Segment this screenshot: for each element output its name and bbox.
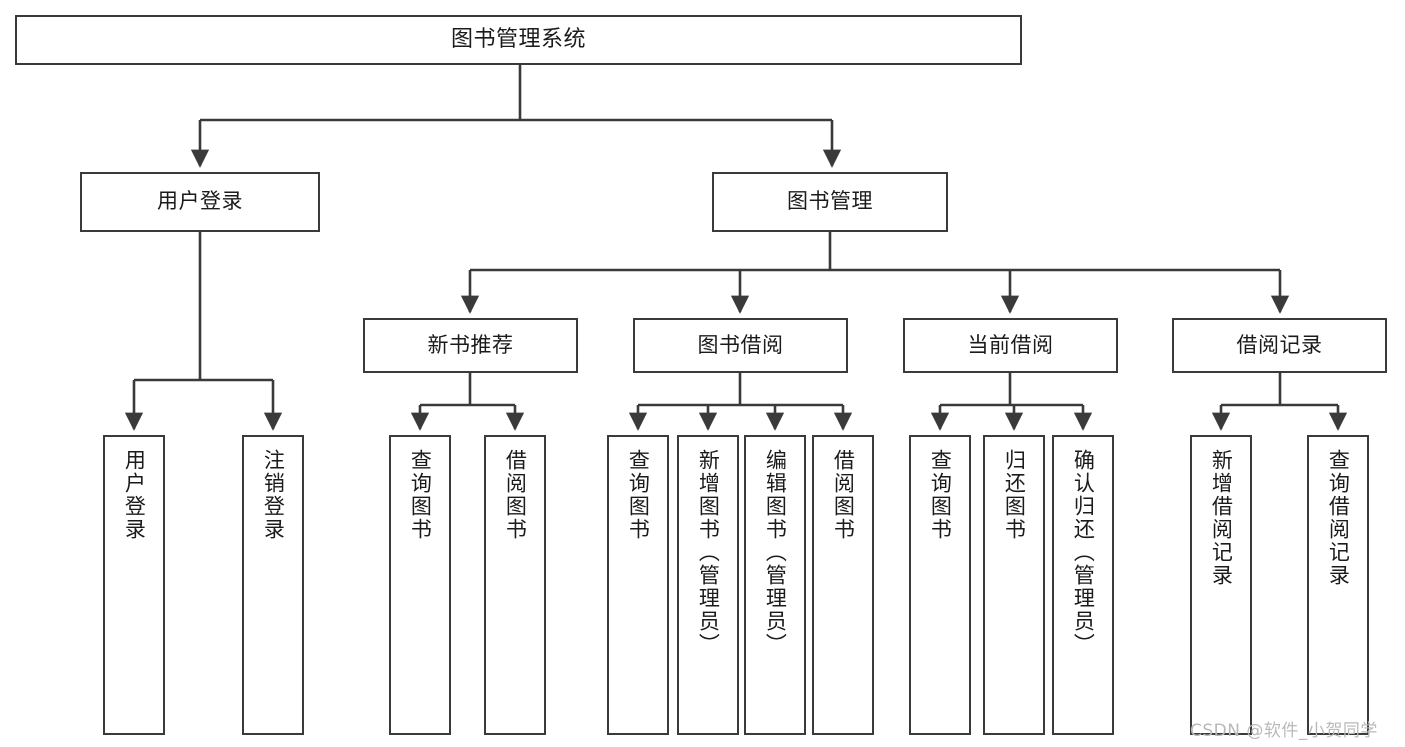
node-user-login-label: 用户登录: [157, 189, 243, 214]
node-root-label: 图书管理系统: [450, 26, 586, 52]
node-leaf-logout-label: 注销登录: [261, 449, 286, 541]
node-borrow-record[interactable]: 借阅记录: [1172, 318, 1387, 373]
node-leaf-query-book-3[interactable]: 查询图书: [909, 435, 971, 735]
node-user-login[interactable]: 用户登录: [80, 172, 320, 232]
node-leaf-user-login-label: 用户登录: [122, 449, 147, 541]
node-current-borrow[interactable]: 当前借阅: [903, 318, 1118, 373]
node-leaf-query-book-2-label: 查询图书: [626, 449, 651, 541]
node-leaf-query-record[interactable]: 查询借阅记录: [1307, 435, 1369, 735]
node-leaf-query-record-label: 查询借阅记录: [1326, 449, 1351, 587]
node-book-borrow[interactable]: 图书借阅: [633, 318, 848, 373]
node-leaf-confirm-return-label: 确认归还（管理员）: [1071, 449, 1096, 656]
node-leaf-query-book-2[interactable]: 查询图书: [607, 435, 669, 735]
node-leaf-query-book-1[interactable]: 查询图书: [389, 435, 451, 735]
node-leaf-add-book[interactable]: 新增图书（管理员）: [677, 435, 739, 735]
node-new-book-rec-label: 新书推荐: [427, 332, 514, 357]
node-leaf-confirm-return[interactable]: 确认归还（管理员）: [1052, 435, 1114, 735]
node-leaf-add-book-label: 新增图书（管理员）: [696, 449, 721, 656]
node-leaf-add-record[interactable]: 新增借阅记录: [1190, 435, 1252, 735]
node-book-borrow-label: 图书借阅: [697, 332, 784, 357]
node-leaf-query-book-1-label: 查询图书: [408, 449, 433, 541]
node-book-manage-label: 图书管理: [787, 189, 873, 214]
node-leaf-user-login[interactable]: 用户登录: [103, 435, 165, 735]
node-leaf-borrow-book-1-label: 借阅图书: [503, 449, 528, 541]
node-leaf-logout[interactable]: 注销登录: [242, 435, 304, 735]
node-leaf-query-book-3-label: 查询图书: [928, 449, 953, 541]
node-new-book-rec[interactable]: 新书推荐: [363, 318, 578, 373]
node-borrow-record-label: 借阅记录: [1236, 332, 1323, 357]
node-book-manage[interactable]: 图书管理: [712, 172, 948, 232]
node-root[interactable]: 图书管理系统: [15, 15, 1022, 65]
node-leaf-borrow-book-2[interactable]: 借阅图书: [812, 435, 874, 735]
node-leaf-add-record-label: 新增借阅记录: [1209, 449, 1234, 587]
node-leaf-edit-book-label: 编辑图书（管理员）: [763, 449, 788, 656]
node-leaf-return-book-label: 归还图书: [1002, 449, 1027, 541]
node-leaf-borrow-book-2-label: 借阅图书: [831, 449, 856, 541]
node-leaf-edit-book[interactable]: 编辑图书（管理员）: [744, 435, 806, 735]
node-leaf-return-book[interactable]: 归还图书: [983, 435, 1045, 735]
node-current-borrow-label: 当前借阅: [967, 332, 1054, 357]
csdn-watermark: CSDN @软件_小贺同学: [1190, 721, 1378, 741]
node-leaf-borrow-book-1[interactable]: 借阅图书: [484, 435, 546, 735]
